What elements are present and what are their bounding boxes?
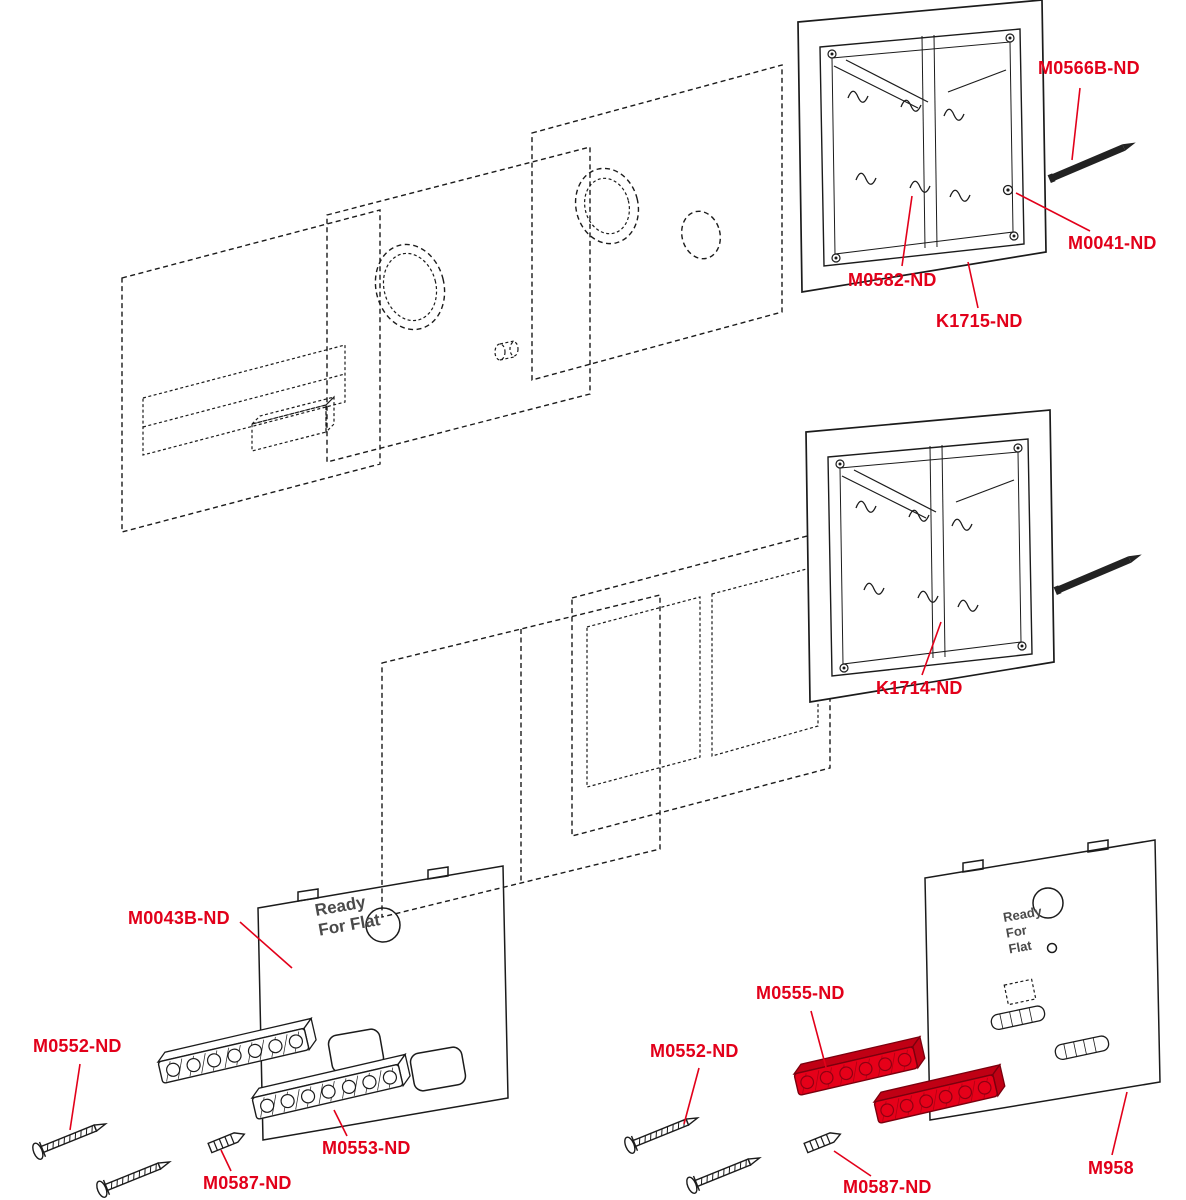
screw-m0552-left-2 xyxy=(94,1153,174,1200)
leader-m0553 xyxy=(333,1109,348,1137)
label-k1715-nd: K1715-ND xyxy=(936,311,1023,331)
leader-m0552-left xyxy=(69,1063,81,1131)
spacer-bar-m0553-2 xyxy=(249,1053,413,1121)
label-m958: M958 xyxy=(1088,1158,1134,1178)
leader-m0566b xyxy=(1071,87,1081,161)
screw-m0552-right-1 xyxy=(622,1109,702,1156)
backing-plate-m958: Ready For Flat xyxy=(924,839,1161,1121)
leader-m0043b xyxy=(239,921,293,969)
label-m0041-nd: M0041-ND xyxy=(1068,233,1157,253)
leader-m0552-right xyxy=(683,1067,700,1125)
flush-plate-split-panel xyxy=(381,594,661,918)
label-m0566b-nd: M0566B-ND xyxy=(1038,58,1140,78)
leader-m0582 xyxy=(901,195,913,267)
flush-plate-dual-button-rect xyxy=(571,529,831,837)
bolt-m0041 xyxy=(1002,184,1014,196)
plate-right-text: Ready For Flat xyxy=(1002,903,1052,957)
leader-m0555 xyxy=(810,1010,828,1072)
leader-m958 xyxy=(1111,1091,1128,1156)
screw-m0552-right-2 xyxy=(684,1149,764,1196)
label-m0552-nd-left: M0552-ND xyxy=(33,1036,122,1056)
leader-k1715 xyxy=(967,261,979,309)
label-m0587-nd-right: M0587-ND xyxy=(843,1177,932,1197)
flush-plate-single-button xyxy=(326,146,591,463)
spacer-bar-m0553-1 xyxy=(155,1017,319,1085)
leader-m0587-left xyxy=(220,1149,232,1172)
mounting-frame-k1714 xyxy=(806,410,1054,702)
wall-plug-m0587-left xyxy=(207,1128,247,1154)
actuator-rod-m0566b-top xyxy=(1047,138,1138,184)
wall-plug-m0587-right xyxy=(803,1128,843,1154)
label-m0555-nd: M0555-ND xyxy=(756,983,845,1003)
label-m0552-nd-right: M0552-ND xyxy=(650,1041,739,1061)
leader-m0041 xyxy=(1015,192,1091,232)
flush-plate-back-panel xyxy=(121,209,381,533)
screw-m0552-left-1 xyxy=(30,1115,110,1162)
label-k1714-nd: K1714-ND xyxy=(876,678,963,698)
flush-plate-dual-button-round xyxy=(531,64,783,381)
label-m0043b-nd: M0043B-ND xyxy=(128,908,230,928)
label-m0582-nd: M0582-ND xyxy=(848,270,937,290)
plate-left-text: Ready For Flat xyxy=(313,890,381,939)
mounting-frame-k1715 xyxy=(798,0,1046,292)
actuator-rod-m0566b-middle xyxy=(1053,550,1144,596)
label-m0587-nd-left: M0587-ND xyxy=(203,1173,292,1193)
leader-k1714 xyxy=(921,621,942,676)
label-m0553-nd: M0553-ND xyxy=(322,1138,411,1158)
leader-m0587-right xyxy=(833,1150,872,1177)
